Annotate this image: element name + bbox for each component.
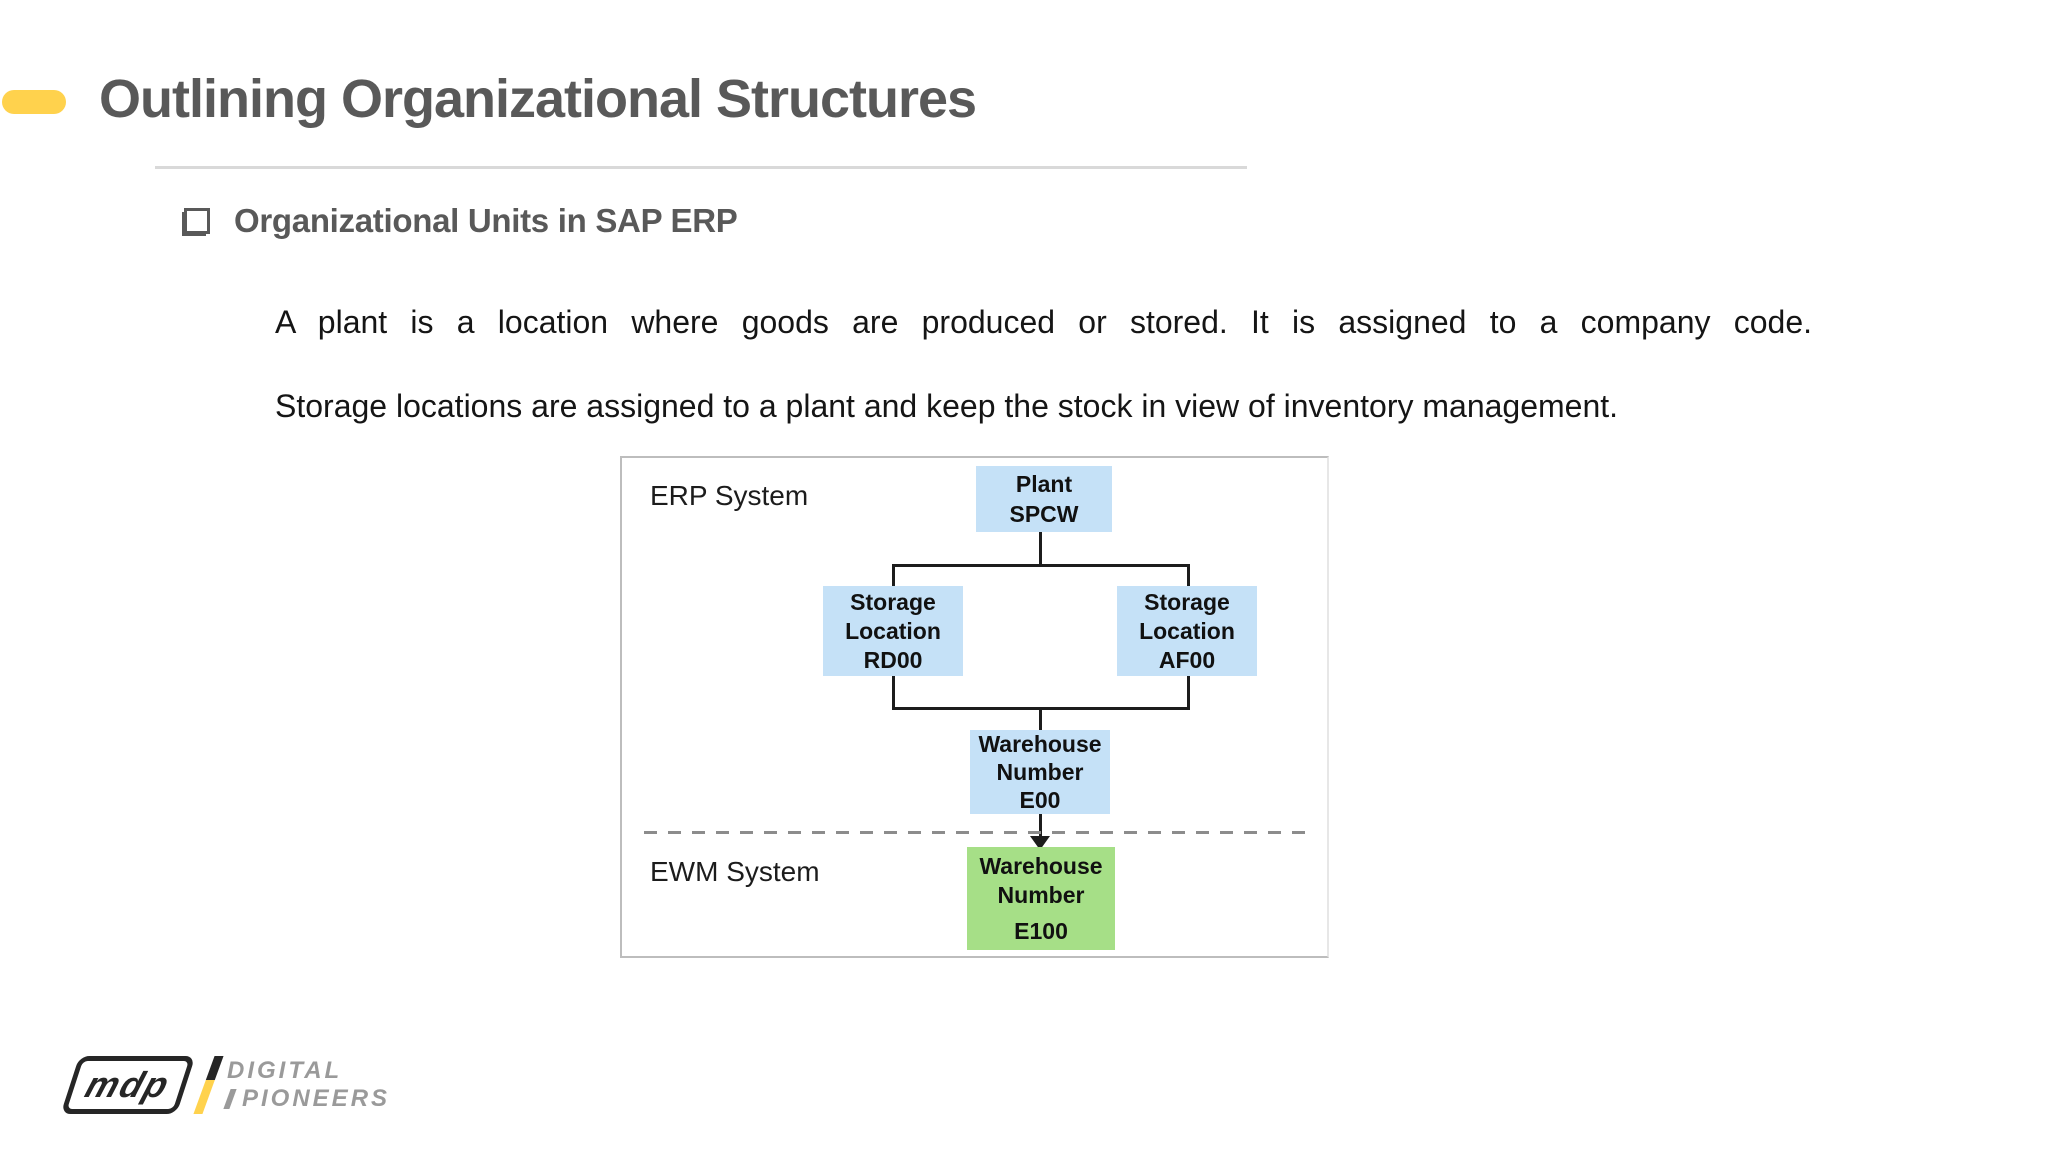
node-plant-code: SPCW [1009,501,1079,527]
accent-bar [2,90,66,114]
title-divider [155,166,1247,169]
logo-word-pioneers-text: PIONEERS [242,1085,391,1112]
paragraph-line-2: Storage locations are assigned to a plan… [275,388,1619,424]
connector-merge-down [1039,707,1042,733]
erp-system-label: ERP System [650,480,809,511]
body-paragraph: A plant is a location where goods are pr… [275,300,1812,428]
connector-plant-down [1039,532,1042,567]
logo-slash-yellow-part [193,1080,215,1114]
company-logo: mdp DIGITAL PIONEERS [60,1056,391,1114]
paragraph-line-1: A plant is a location where goods are pr… [275,304,1812,340]
page-title: Outlining Organizational Structures [99,69,977,129]
logo-mdp-mark: mdp [60,1056,196,1114]
connector-drop-left [892,564,895,590]
checkbox-bullet-icon [184,208,210,234]
connector-branch-top [892,564,1190,567]
logo-mark-text: mdp [80,1064,176,1105]
node-rd00-line1: Storage [850,589,936,615]
node-storage-location-rd00: Storage Location RD00 [823,586,963,676]
logo-word-digital-text: DIGITAL [227,1057,343,1084]
node-e100-line2: Number [997,882,1085,908]
node-warehouse-number-e100: Warehouse Number E100 [967,847,1115,950]
section-bullet-row: Organizational Units in SAP ERP [184,202,738,240]
node-warehouse-number-e00: Warehouse Number E00 [970,730,1110,814]
node-e100-code: E100 [1014,918,1068,944]
logo-slash-icon [193,1056,224,1114]
logo-word-pioneers: PIONEERS [223,1085,391,1112]
logo-slash-dark-part [205,1056,224,1080]
section-heading: Organizational Units in SAP ERP [234,202,738,239]
connector-arrow-line [1039,814,1042,840]
node-e00-line1: Warehouse [978,731,1102,757]
node-plant: Plant SPCW [976,466,1112,532]
system-boundary-dashed-line [644,831,1314,834]
node-af00-line2: Location [1139,618,1235,644]
node-e100-line1: Warehouse [979,853,1103,879]
node-af00-code: AF00 [1158,647,1216,673]
node-rd00-line2: Location [845,618,941,644]
logo-small-slash-icon [223,1089,237,1109]
arrow-down-icon [1030,836,1050,850]
logo-wordmark: DIGITAL PIONEERS [223,1058,391,1112]
node-e00-line2: Number [996,759,1084,785]
node-rd00-code: RD00 [863,647,923,673]
org-structure-diagram: ERP System Plant SPCW Storage Location R… [620,456,1329,958]
node-plant-title: Plant [1015,471,1073,497]
connector-drop-right [1187,564,1190,590]
logo-word-digital: DIGITAL [227,1058,390,1084]
ewm-system-label: EWM System [650,856,820,887]
node-e00-code: E00 [1019,787,1061,813]
connector-rise-right [1187,676,1190,710]
node-storage-location-af00: Storage Location AF00 [1117,586,1257,676]
connector-rise-left [892,676,895,710]
node-af00-line1: Storage [1144,589,1230,615]
